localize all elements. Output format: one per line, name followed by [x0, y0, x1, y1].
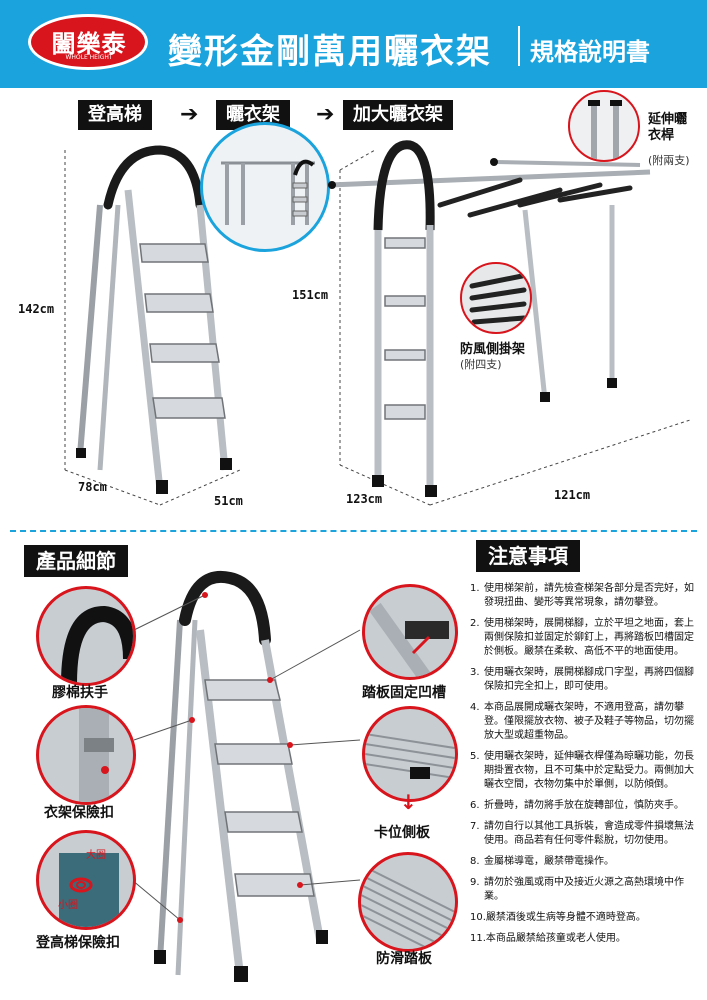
ladder-width-dim: 51cm	[214, 494, 243, 508]
mode-large-rack-label: 加大曬衣架	[343, 100, 453, 130]
note-text: 嚴禁酒後或生病等身體不適時登高。	[485, 912, 646, 923]
note-item: 7.請勿自行以其他工具拆裝，會造成零件損壞無法使用。商品若有任何零件鬆脫，切勿使…	[470, 821, 694, 846]
anti-slip-detail-circle	[358, 852, 458, 952]
rack-depth-dim: 123cm	[346, 492, 383, 506]
logo-subtext: WHOLE HEIGHT	[65, 54, 113, 61]
brand-logo	[28, 14, 148, 70]
rack-preview-circle	[200, 122, 330, 252]
arrow-right-icon: ➔	[180, 102, 199, 127]
windproof-hanger-drawing	[469, 273, 527, 325]
note-text: 本商品嚴禁給孩童或老人使用。	[485, 933, 626, 944]
extension-rod-sub: (附兩支)	[648, 154, 690, 167]
note-item: 4.本商品展開成曬衣架時，不適用登高，請勿攀登。僅限擺放衣物、被子及鞋子等物品，…	[470, 702, 694, 741]
extension-rod-drawing	[588, 100, 622, 160]
extension-rod-circle	[568, 90, 640, 162]
note-text: 金屬梯導電，嚴禁帶電操作。	[484, 856, 614, 867]
large-rack-illustration	[328, 140, 691, 506]
windproof-hanger-sub: (附四支)	[460, 358, 502, 371]
rack-height-dim: 151cm	[292, 288, 329, 302]
rack-width-dim: 121cm	[554, 488, 591, 502]
note-text: 折疊時，請勿將手放在旋轉部位，慎防夾手。	[484, 800, 684, 811]
details-section-title: 產品細節	[24, 545, 128, 577]
note-text: 使用曬衣架時，延伸曬衣桿僅為晾曬功能，勿長期掛置衣物，且不可集中於定點受力。兩側…	[484, 751, 694, 790]
note-text: 使用梯架前，請先檢查梯架各部分是否完好，如發現扭曲、變形等異常現象，請勿攀登。	[484, 583, 694, 608]
ladder-illustration	[64, 145, 241, 506]
note-item: 3.使用曬衣架時，展開梯腳成ㄇ字型，再將四個腳保險扣完全扣上，即可使用。	[470, 667, 694, 692]
note-text: 使用曬衣架時，展開梯腳成ㄇ字型，再將四個腳保險扣完全扣上，即可使用。	[484, 667, 694, 692]
ladder-height-dim: 142cm	[18, 302, 55, 316]
notes-section-title: 注意事項	[476, 540, 580, 572]
step-groove-label: 踏板固定凹槽	[362, 685, 446, 701]
anti-slip-label: 防滑踏板	[376, 951, 432, 967]
side-panel-arrow-icon: ↓	[400, 790, 417, 814]
ladder-lock-drawing	[59, 853, 119, 927]
note-item: 2.使用梯架時，展開梯腳，立於平坦之地面，套上兩側保險扣並固定於鉚釘上，再將踏板…	[470, 618, 694, 657]
note-text: 請勿於強風或雨中及接近火源之高熱環境中作業。	[484, 877, 684, 902]
note-item: 11.本商品嚴禁給孩童或老人使用。	[470, 933, 626, 944]
anti-slip-drawing	[361, 864, 455, 949]
armrest-detail-circle	[36, 586, 136, 686]
section-divider	[10, 530, 697, 532]
side-panel-label: 卡位側板	[374, 825, 430, 841]
extension-rod-title: 延伸曬衣桿	[648, 112, 688, 143]
note-item: 8.金屬梯導電，嚴禁帶電操作。	[470, 856, 614, 867]
note-text: 使用梯架時，展開梯腳，立於平坦之地面，套上兩側保險扣並固定於鉚釘上，再將踏板凹槽…	[484, 618, 694, 657]
rack-preview-drawing	[221, 159, 315, 225]
ladder-lock-detail-circle	[36, 830, 136, 930]
armrest-label: 膠棉扶手	[52, 685, 108, 701]
mode-ladder-label: 登高梯	[78, 100, 152, 130]
note-item: 1.使用梯架前，請先檢查梯架各部分是否完好，如發現扭曲、變形等異常現象，請勿攀登…	[470, 583, 694, 608]
note-item: 5.使用曬衣架時，延伸曬衣桿僅為晾曬功能，勿長期掛置衣物，且不可集中於定點受力。…	[470, 751, 694, 790]
ladder-lock-label: 登高梯保險扣	[36, 935, 120, 951]
armrest-drawing	[61, 605, 133, 683]
hanger-lock-label: 衣架保險扣	[44, 805, 114, 821]
ladder-depth-dim: 78cm	[78, 480, 107, 494]
windproof-hanger-circle	[460, 262, 532, 334]
note-item: 9.請勿於強風或雨中及接近火源之高熱環境中作業。	[470, 876, 695, 904]
side-panel-detail-circle	[362, 706, 458, 802]
page-title: 變形金剛萬用曬衣架	[168, 32, 492, 72]
arrow-right-icon: ➔	[316, 102, 335, 127]
side-panel-drawing	[365, 733, 455, 780]
step-groove-detail-circle	[362, 584, 458, 680]
hanger-lock-detail-circle	[36, 705, 136, 805]
windproof-hanger-title: 防風側掛架	[460, 342, 526, 357]
logo-text: 闔樂泰	[51, 29, 127, 58]
step-groove-drawing	[369, 602, 449, 677]
header-divider	[518, 26, 520, 66]
note-text: 請勿自行以其他工具拆裝，會造成零件損壞無法使用。商品若有任何零件鬆脫，切勿使用。	[484, 821, 694, 846]
note-item: 10.嚴禁酒後或生病等身體不適時登高。	[470, 912, 646, 923]
hanger-lock-drawing	[79, 708, 114, 802]
page-subtitle: 規格說明書	[530, 38, 650, 66]
small-ring-label: 小圈	[58, 900, 78, 911]
notes-list: 1.使用梯架前，請先檢查梯架各部分是否完好，如發現扭曲、變形等異常現象，請勿攀登…	[470, 582, 695, 953]
note-item: 6.折疊時，請勿將手放在旋轉部位，慎防夾手。	[470, 800, 684, 811]
note-text: 本商品展開成曬衣架時，不適用登高，請勿攀登。僅限擺放衣物、被子及鞋子等物品，切勿…	[484, 702, 694, 741]
big-ring-label: 大圈	[86, 850, 106, 861]
